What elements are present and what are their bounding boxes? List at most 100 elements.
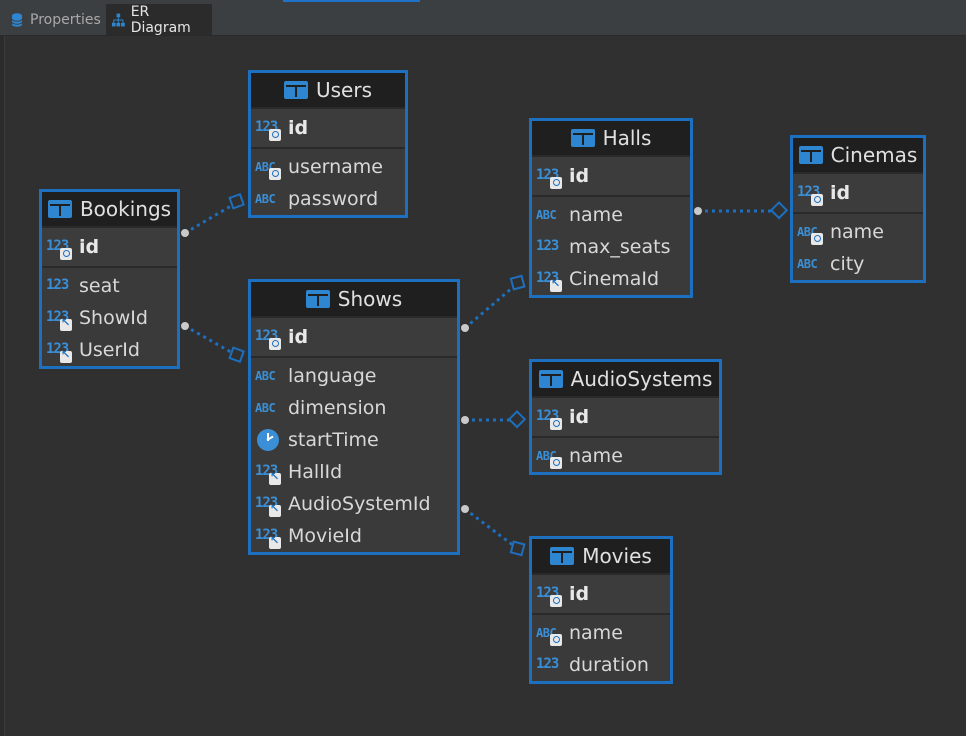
clock-icon bbox=[255, 428, 284, 452]
numeric-type-icon: 123 bbox=[255, 460, 284, 485]
column-name: AudioSystemId bbox=[288, 493, 431, 515]
numeric-type-icon: 123 bbox=[46, 274, 75, 298]
entity-header[interactable]: AudioSystems bbox=[532, 362, 719, 398]
text-type-icon: ABC bbox=[255, 364, 284, 388]
key-badge-icon bbox=[550, 634, 562, 646]
column-name: CinemaId bbox=[569, 268, 660, 290]
column-row[interactable]: 123 seat bbox=[42, 270, 177, 302]
foreign-key-badge-icon bbox=[550, 277, 562, 292]
numeric-type-icon: 123 bbox=[255, 325, 284, 350]
tab-er-diagram[interactable]: ER Diagram bbox=[106, 4, 212, 36]
column-row[interactable]: startTime bbox=[251, 424, 457, 456]
tab-properties[interactable]: Properties bbox=[4, 4, 106, 35]
key-badge-icon bbox=[269, 338, 281, 350]
column-name: name bbox=[569, 622, 623, 644]
numeric-type-icon: 123 bbox=[797, 181, 826, 206]
tab-properties-label: Properties bbox=[30, 11, 101, 28]
entity-header[interactable]: Movies bbox=[532, 539, 670, 575]
type-glyph: 123 bbox=[46, 277, 69, 293]
column-name: username bbox=[288, 156, 383, 178]
column-row[interactable]: 123HallId bbox=[251, 456, 457, 488]
column-row[interactable]: 123AudioSystemId bbox=[251, 488, 457, 520]
numeric-type-icon: 123 bbox=[255, 524, 284, 549]
column-name: id bbox=[569, 406, 590, 428]
entity-header[interactable]: Bookings bbox=[42, 192, 177, 228]
numeric-type-icon: 123 bbox=[46, 338, 75, 363]
numeric-type-icon: 123 bbox=[536, 653, 565, 677]
column-row[interactable]: 123ShowId bbox=[42, 302, 177, 334]
column-row[interactable]: 123 max_seats bbox=[532, 231, 690, 263]
numeric-type-icon: 123 bbox=[536, 164, 565, 189]
text-type-icon: ABC bbox=[797, 220, 826, 245]
entity-title: Shows bbox=[337, 287, 403, 311]
table-icon bbox=[305, 290, 330, 308]
column-row[interactable]: 123MovieId bbox=[251, 520, 457, 552]
key-badge-icon bbox=[550, 418, 562, 430]
entity-header[interactable]: Halls bbox=[532, 121, 690, 157]
entity-header[interactable]: Users bbox=[251, 73, 405, 109]
column-name: HallId bbox=[288, 461, 343, 483]
numeric-type-icon: 123 bbox=[536, 235, 565, 259]
column-name: ShowId bbox=[79, 307, 148, 329]
entity-bookings[interactable]: Bookings123id123seat123ShowId123UserId bbox=[39, 189, 180, 369]
key-badge-icon bbox=[811, 194, 823, 206]
text-type-icon: ABC bbox=[255, 396, 284, 420]
type-glyph: 123 bbox=[536, 656, 559, 672]
column-name: seat bbox=[79, 275, 120, 297]
numeric-type-icon: 123 bbox=[536, 267, 565, 292]
column-name: id bbox=[79, 236, 100, 258]
key-badge-icon bbox=[60, 248, 72, 260]
entity-title: Halls bbox=[602, 126, 652, 150]
column-name: name bbox=[569, 204, 623, 226]
key-badge-icon bbox=[550, 177, 562, 189]
entity-title: Movies bbox=[582, 544, 652, 568]
numeric-type-icon: 123 bbox=[536, 405, 565, 430]
text-type-icon: ABC bbox=[536, 203, 565, 227]
column-name: id bbox=[288, 326, 309, 348]
column-row[interactable]: 123CinemaId bbox=[532, 263, 690, 295]
entity-header[interactable]: Cinemas bbox=[793, 138, 923, 174]
text-type-icon: ABC bbox=[255, 187, 284, 211]
text-type-icon: ABC bbox=[536, 444, 565, 469]
key-badge-icon bbox=[550, 595, 562, 607]
numeric-type-icon: 123 bbox=[46, 306, 75, 331]
column-name: max_seats bbox=[569, 236, 671, 258]
table-icon bbox=[283, 81, 308, 99]
column-name: language bbox=[288, 365, 377, 387]
type-glyph: 123 bbox=[536, 238, 559, 254]
column-name: UserId bbox=[79, 339, 140, 361]
type-glyph: ABC bbox=[255, 192, 276, 206]
text-type-icon: ABC bbox=[797, 252, 826, 276]
column-row[interactable]: 123UserId bbox=[42, 334, 177, 366]
key-badge-icon bbox=[550, 457, 562, 469]
column-name: id bbox=[288, 117, 309, 139]
entity-header[interactable]: Shows bbox=[251, 282, 457, 318]
database-icon bbox=[11, 12, 23, 27]
